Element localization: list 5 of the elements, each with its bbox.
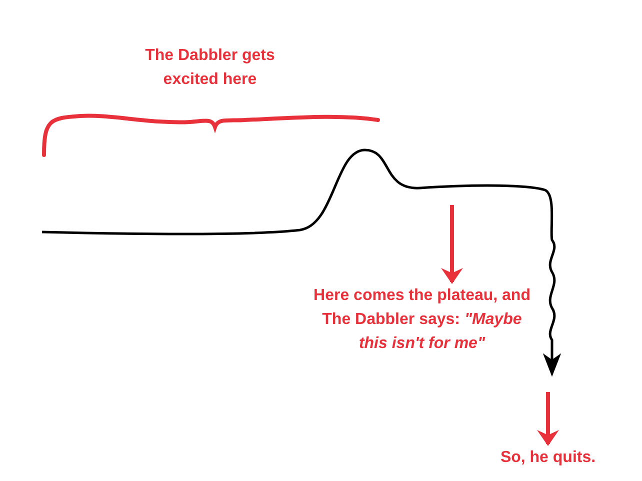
annotation-text: Here comes the plateau, and The Dabbler says: "Maybe this isn't for me"	[312, 286, 532, 354]
annotation-text: So, he quits.	[499, 448, 597, 468]
annotation-text: The Dabbler gets excited here	[144, 46, 276, 90]
arrow	[537, 392, 559, 446]
arrow	[441, 205, 463, 284]
